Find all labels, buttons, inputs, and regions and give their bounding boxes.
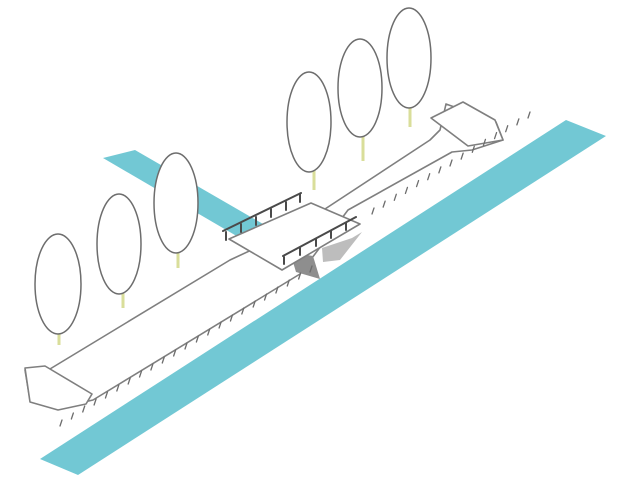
fence-post — [309, 265, 313, 273]
tree-left-1 — [34, 233, 82, 345]
tree-canopy — [386, 7, 432, 109]
fence-post — [184, 342, 188, 350]
fence-post — [460, 152, 464, 160]
fence-post — [138, 370, 143, 378]
path-arrowhead-left — [24, 365, 93, 411]
fence-post — [493, 131, 498, 140]
fence-post — [393, 193, 397, 201]
bridge-deck — [228, 202, 361, 271]
bridge-railing-back — [222, 192, 302, 241]
tree-left-3 — [153, 152, 199, 268]
fence-post — [82, 405, 86, 413]
canal — [40, 120, 606, 475]
fence-post — [471, 145, 475, 153]
fence-post — [275, 286, 279, 294]
fence-post — [297, 272, 302, 280]
path-arrowhead-right — [430, 101, 504, 147]
fence-post — [241, 307, 245, 315]
fence-post — [59, 419, 63, 427]
tree-right-3 — [386, 7, 432, 127]
fence-post — [371, 207, 375, 215]
tree-canopy — [96, 193, 142, 295]
fence-post — [263, 293, 268, 301]
fence-post — [172, 349, 177, 357]
tree-right-2 — [337, 38, 383, 161]
fence-post — [482, 138, 487, 147]
fence-post — [505, 125, 509, 133]
fence-post — [516, 118, 520, 126]
tree-canopy — [337, 38, 383, 138]
tree-left-2 — [96, 193, 142, 308]
fence-post — [104, 391, 109, 399]
fence-post — [207, 328, 211, 336]
tree-right-1 — [286, 71, 332, 190]
fence-post — [218, 321, 222, 329]
bank-fence-lower — [59, 265, 313, 427]
fence-post — [527, 111, 531, 119]
fence-post — [70, 412, 75, 420]
fence-post — [382, 200, 386, 208]
fence-post — [438, 166, 442, 174]
fence-post — [150, 363, 154, 371]
tree-canopy — [153, 152, 199, 254]
bridge-shadow-light — [322, 232, 362, 262]
bank-fence-upper — [371, 111, 531, 215]
fence-post — [404, 186, 409, 195]
tree-canopy — [286, 71, 332, 173]
fence-post — [116, 384, 120, 392]
bridge-railing-front — [282, 216, 357, 265]
tree-canopy — [34, 233, 82, 335]
fence-post — [415, 179, 420, 188]
fence-post — [161, 356, 165, 364]
fence-post — [127, 377, 131, 385]
fence-post — [93, 398, 97, 406]
fence-post — [229, 314, 234, 322]
fence-post — [252, 300, 256, 308]
fence-post — [449, 159, 453, 167]
fence-post — [195, 335, 200, 343]
fence-post — [286, 279, 290, 287]
fence-post — [427, 173, 431, 181]
